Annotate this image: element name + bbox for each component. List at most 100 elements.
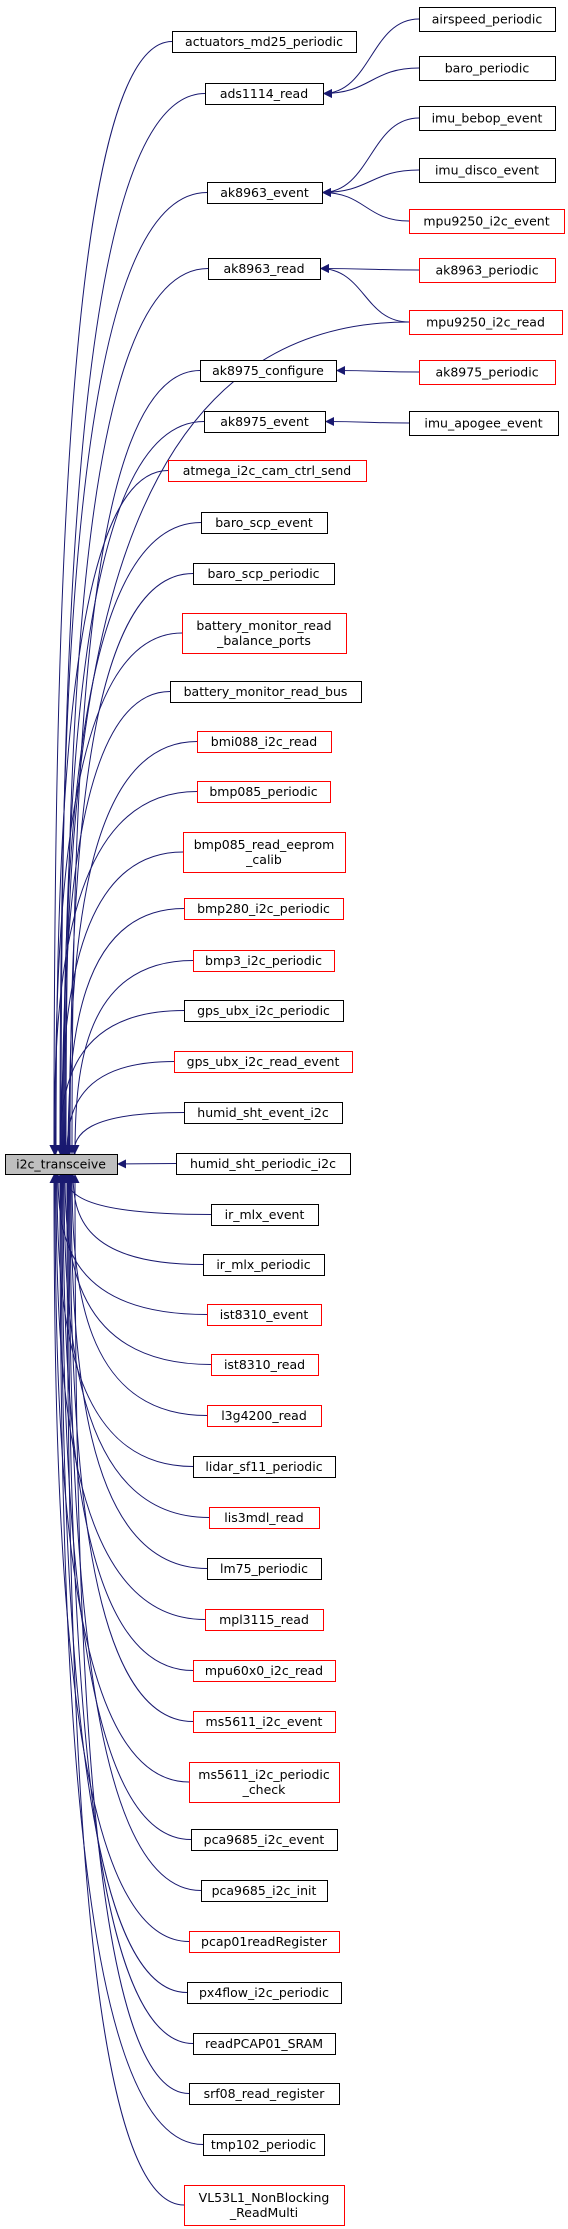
edge-humid_sht_periodic_i2c-to-i2c_transceive xyxy=(116,1159,177,1169)
node-bmi088_i2c_read[interactable]: bmi088_i2c_read xyxy=(197,731,332,753)
node-ist8310_read[interactable]: ist8310_read xyxy=(211,1354,319,1376)
node-box xyxy=(211,1204,319,1226)
node-imu_disco_event[interactable]: imu_disco_event xyxy=(419,158,556,183)
node-ak8975_configure[interactable]: ak8975_configure xyxy=(200,360,337,382)
node-gps_ubx_i2c_read_event[interactable]: gps_ubx_i2c_read_event xyxy=(174,1051,353,1073)
node-box xyxy=(176,1153,351,1175)
node-battery_monitor_read_bus[interactable]: battery_monitor_read_bus xyxy=(170,681,362,703)
node-lis3mdl_read[interactable]: lis3mdl_read xyxy=(209,1507,320,1529)
node-box xyxy=(172,31,357,53)
node-ak8963_read[interactable]: ak8963_read xyxy=(208,258,321,280)
node-box xyxy=(189,1931,340,1953)
node-bmp085_read_eeprom_calib[interactable]: bmp085_read_eeprom_calib xyxy=(183,832,346,873)
node-mpu60x0_i2c_read[interactable]: mpu60x0_i2c_read xyxy=(193,1660,336,1682)
node-ir_mlx_periodic[interactable]: ir_mlx_periodic xyxy=(203,1254,325,1276)
node-baro_scp_periodic[interactable]: baro_scp_periodic xyxy=(193,563,335,585)
node-ist8310_event[interactable]: ist8310_event xyxy=(207,1304,322,1326)
node-atmega_i2c_cam_ctrl_send[interactable]: atmega_i2c_cam_ctrl_send xyxy=(168,460,367,482)
node-humid_sht_event_i2c[interactable]: humid_sht_event_i2c xyxy=(184,1102,343,1124)
node-box xyxy=(184,898,344,920)
node-label: baro_scp_event xyxy=(215,515,313,530)
node-ms5611_i2c_event[interactable]: ms5611_i2c_event xyxy=(193,1711,336,1733)
node-bmp3_i2c_periodic[interactable]: bmp3_i2c_periodic xyxy=(193,950,335,972)
node-baro_scp_event[interactable]: baro_scp_event xyxy=(201,512,328,534)
node-box xyxy=(419,360,556,385)
node-lm75_periodic[interactable]: lm75_periodic xyxy=(207,1558,322,1580)
node-label: _check xyxy=(242,1782,287,1797)
edge-ak8963_event-to-i2c_transceive xyxy=(55,192,208,1155)
node-box xyxy=(201,1880,328,1902)
node-label: mpu9250_i2c_read xyxy=(426,315,545,330)
node-ms5611_i2c_periodic_check[interactable]: ms5611_i2c_periodic_check xyxy=(189,1762,340,1803)
node-ak8975_periodic[interactable]: ak8975_periodic xyxy=(419,360,556,385)
node-box xyxy=(409,310,563,335)
node-box xyxy=(419,56,556,81)
node-label: imu_apogee_event xyxy=(424,416,542,431)
node-label: readPCAP01_SRAM xyxy=(205,2036,323,2051)
node-label: mpl3115_read xyxy=(219,1612,309,1627)
node-pca9685_i2c_event[interactable]: pca9685_i2c_event xyxy=(191,1829,338,1851)
node-label: srf08_read_register xyxy=(204,2086,326,2101)
node-box xyxy=(205,1609,324,1631)
node-i2c_transceive[interactable]: i2c_transceive xyxy=(5,1154,118,1175)
node-ak8963_event[interactable]: ak8963_event xyxy=(207,182,323,204)
node-box xyxy=(203,2134,325,2156)
node-px4flow_i2c_periodic[interactable]: px4flow_i2c_periodic xyxy=(187,1982,342,2004)
node-battery_monitor_read_balance_ports[interactable]: battery_monitor_read_balance_ports xyxy=(182,613,347,654)
node-airspeed_periodic[interactable]: airspeed_periodic xyxy=(419,7,556,32)
node-label: ak8975_configure xyxy=(212,363,324,378)
node-imu_bebop_event[interactable]: imu_bebop_event xyxy=(419,106,556,131)
node-label: ak8975_periodic xyxy=(435,365,538,380)
node-mpu9250_i2c_read[interactable]: mpu9250_i2c_read xyxy=(409,310,563,335)
node-label: _ReadMulti xyxy=(229,2205,298,2220)
node-label: pca9685_i2c_init xyxy=(212,1883,317,1898)
node-label: imu_bebop_event xyxy=(432,111,543,126)
node-ads1114_read[interactable]: ads1114_read xyxy=(205,83,324,105)
node-label: humid_sht_event_i2c xyxy=(197,1105,329,1120)
node-box xyxy=(174,1051,353,1073)
node-pca9685_i2c_init[interactable]: pca9685_i2c_init xyxy=(201,1880,328,1902)
node-bmp085_periodic[interactable]: bmp085_periodic xyxy=(197,781,331,803)
edge-lidar_sf11_periodic-to-i2c_transceive xyxy=(52,1173,194,1467)
node-ir_mlx_event[interactable]: ir_mlx_event xyxy=(211,1204,319,1226)
node-gps_ubx_i2c_periodic[interactable]: gps_ubx_i2c_periodic xyxy=(184,1000,344,1022)
node-box xyxy=(197,731,332,753)
edge-mpu9250_i2c_event-to-ak8963_event xyxy=(321,188,410,222)
node-label: lidar_sf11_periodic xyxy=(205,1459,322,1474)
node-readPCAP01_SRAM[interactable]: readPCAP01_SRAM xyxy=(193,2033,336,2055)
node-humid_sht_periodic_i2c[interactable]: humid_sht_periodic_i2c xyxy=(176,1153,351,1175)
edge-lm75_periodic-to-i2c_transceive xyxy=(66,1173,208,1569)
node-baro_periodic[interactable]: baro_periodic xyxy=(419,56,556,81)
node-VL53L1_NonBlocking_ReadMulti[interactable]: VL53L1_NonBlocking_ReadMulti xyxy=(184,2185,345,2226)
node-srf08_read_register[interactable]: srf08_read_register xyxy=(189,2083,340,2105)
edge-ist8310_event-to-i2c_transceive xyxy=(53,1173,208,1315)
node-ak8963_periodic[interactable]: ak8963_periodic xyxy=(419,258,556,283)
node-pcap01readRegister[interactable]: pcap01readRegister xyxy=(189,1931,340,1953)
node-actuators_md25_periodic[interactable]: actuators_md25_periodic xyxy=(172,31,357,53)
node-mpu9250_i2c_event[interactable]: mpu9250_i2c_event xyxy=(409,209,565,234)
node-label: mpu9250_i2c_event xyxy=(423,214,549,229)
node-box xyxy=(193,1711,336,1733)
node-bmp280_i2c_periodic[interactable]: bmp280_i2c_periodic xyxy=(184,898,344,920)
node-l3g4200_read[interactable]: l3g4200_read xyxy=(207,1405,322,1427)
node-mpl3115_read[interactable]: mpl3115_read xyxy=(205,1609,324,1631)
edge-readPCAP01_SRAM-to-i2c_transceive xyxy=(63,1173,194,2044)
edge-ak8975_periodic-to-ak8975_configure xyxy=(335,366,420,376)
node-box xyxy=(187,1982,342,2004)
edge-ads1114_read-to-i2c_transceive xyxy=(56,93,206,1155)
node-label: gps_ubx_i2c_read_event xyxy=(187,1054,340,1069)
node-label: ist8310_event xyxy=(220,1307,309,1322)
node-ak8975_event[interactable]: ak8975_event xyxy=(204,411,326,433)
node-box xyxy=(409,209,565,234)
node-box xyxy=(205,83,324,105)
node-lidar_sf11_periodic[interactable]: lidar_sf11_periodic xyxy=(193,1456,336,1478)
node-tmp102_periodic[interactable]: tmp102_periodic xyxy=(203,2134,325,2156)
edge-humid_sht_event_i2c-to-i2c_transceive xyxy=(69,1112,185,1155)
node-box xyxy=(193,950,335,972)
node-label: _balance_ports xyxy=(216,633,311,648)
node-box xyxy=(184,1000,344,1022)
node-label: tmp102_periodic xyxy=(211,2137,316,2152)
node-box xyxy=(168,460,367,482)
node-imu_apogee_event[interactable]: imu_apogee_event xyxy=(409,411,559,436)
node-box xyxy=(201,512,328,534)
